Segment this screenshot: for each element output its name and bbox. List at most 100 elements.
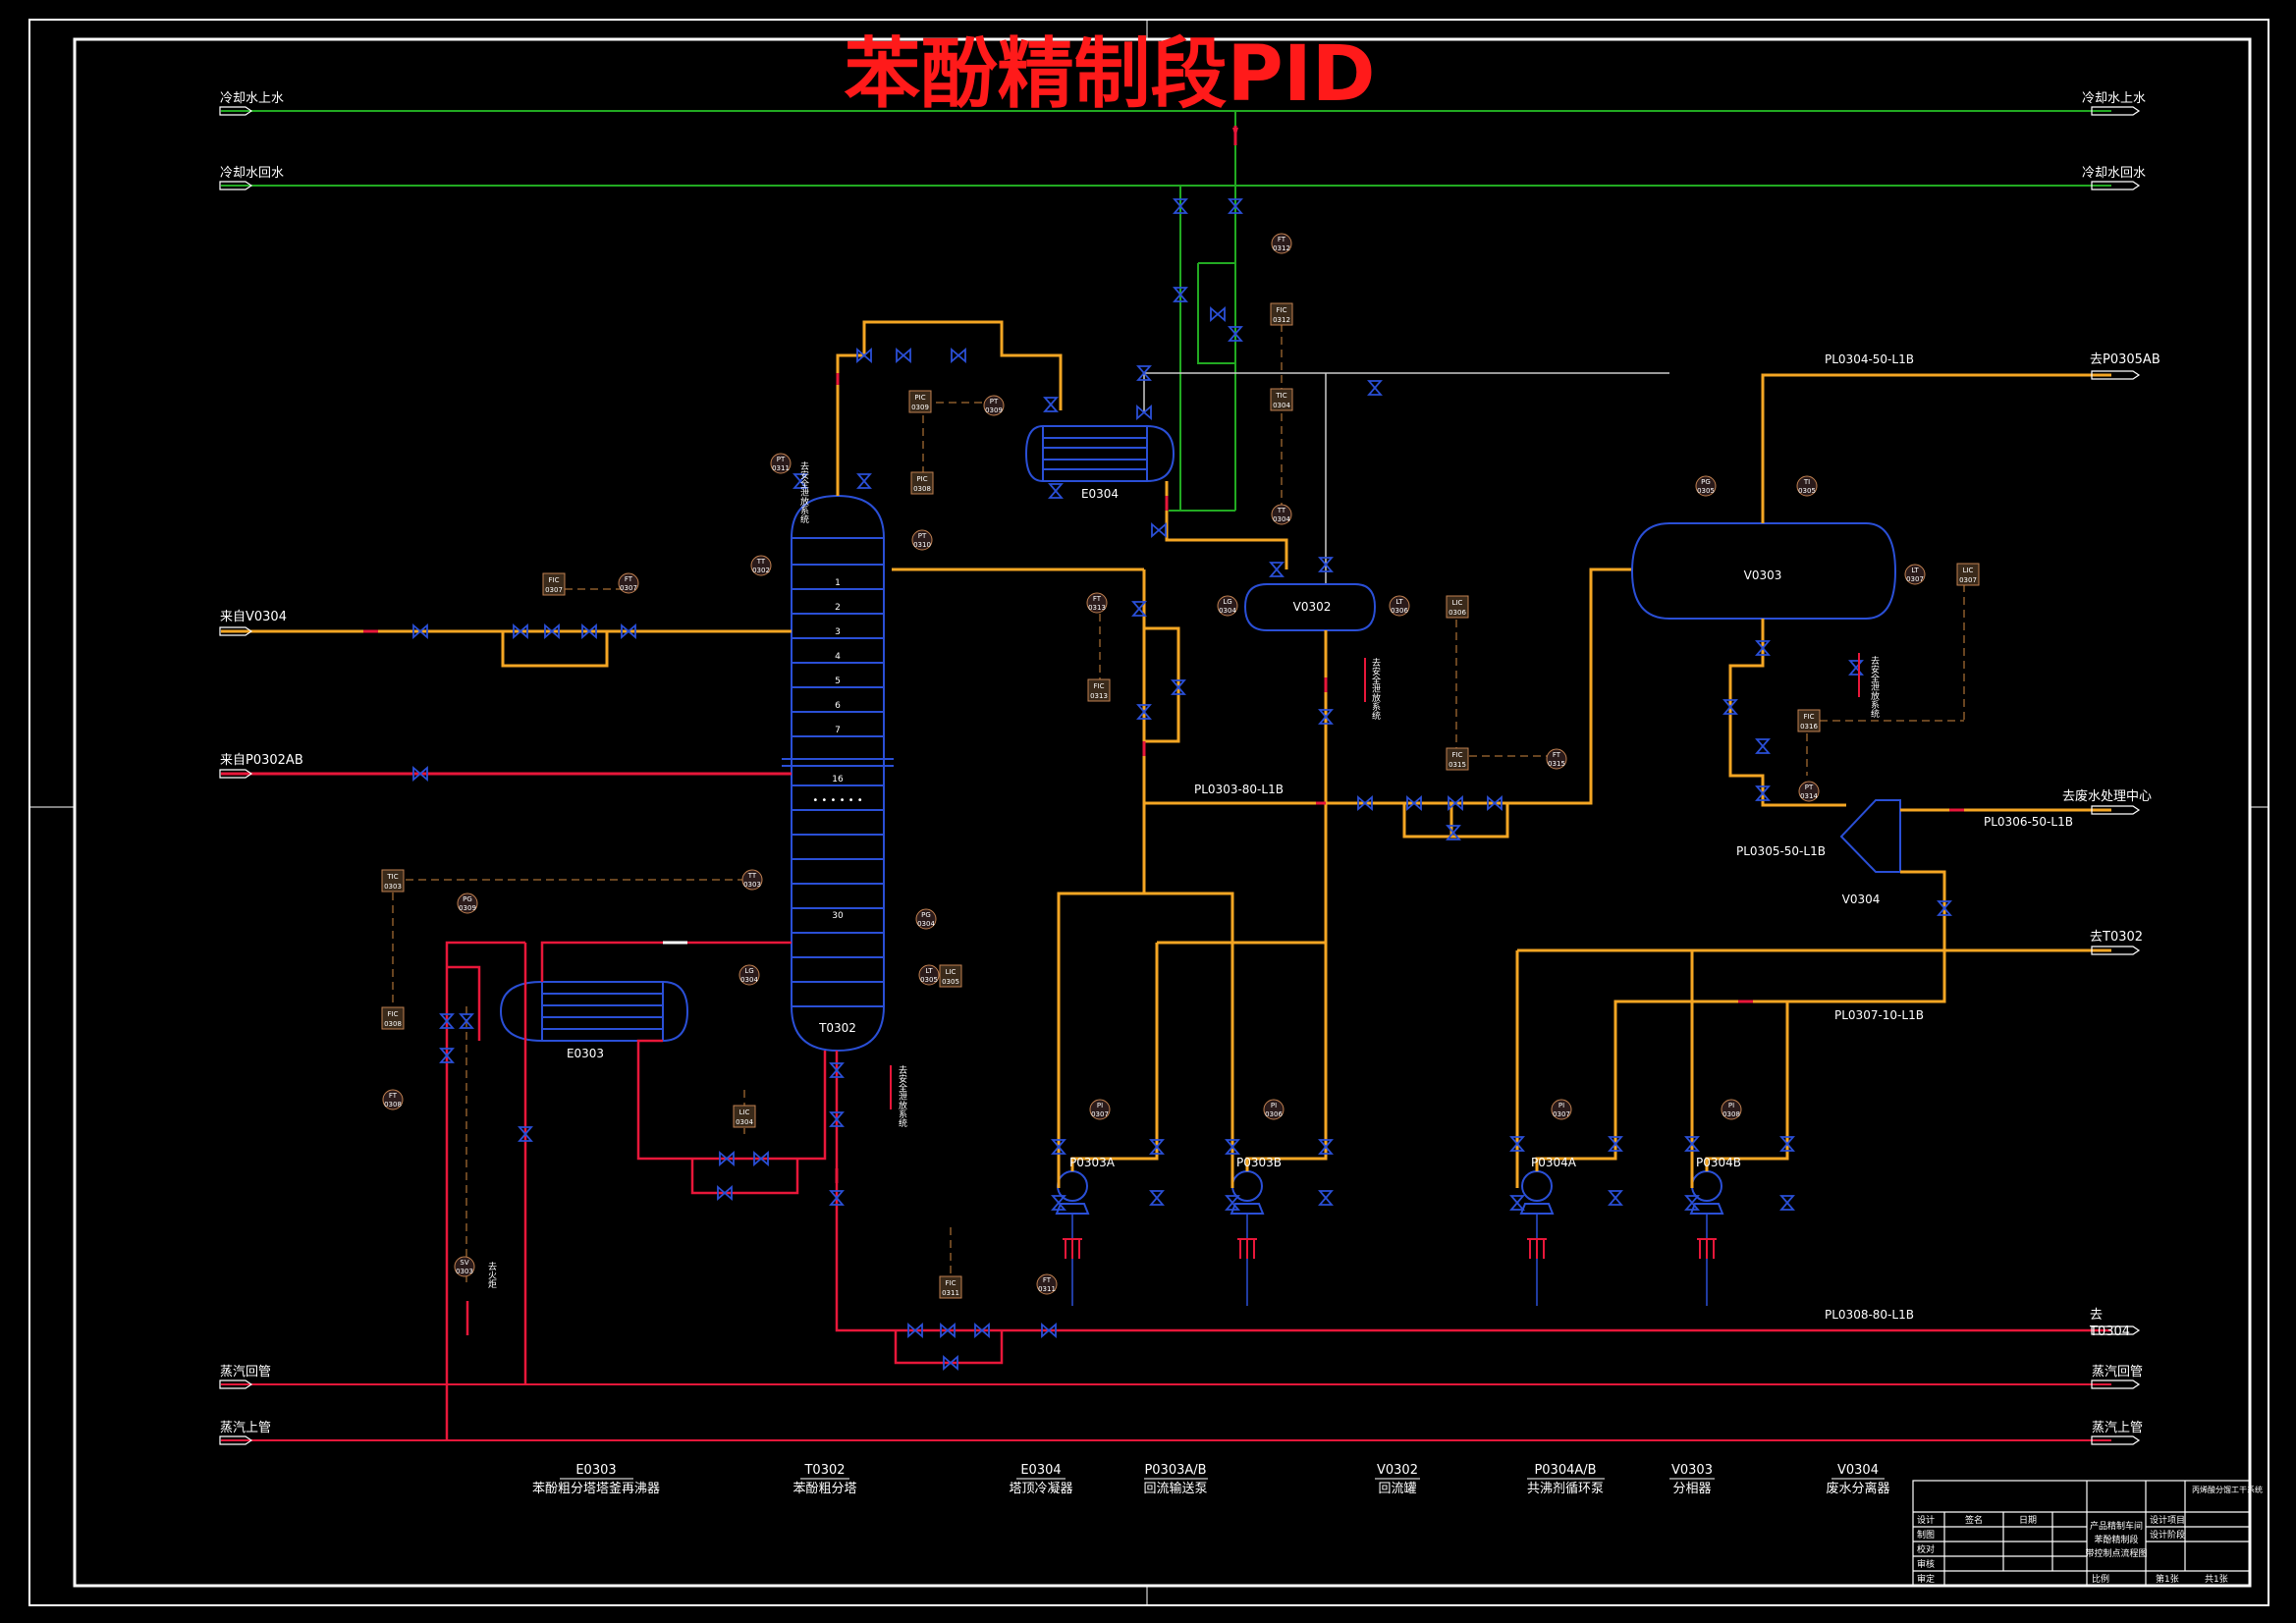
valve-icon xyxy=(1755,738,1771,754)
valve-icon xyxy=(1136,365,1152,381)
p0303a-tag: P0303A xyxy=(1069,1156,1116,1169)
svg-text:FIC: FIC xyxy=(946,1279,957,1287)
svg-text:0304: 0304 xyxy=(1273,515,1290,523)
svg-text:TI: TI xyxy=(1803,478,1810,486)
svg-text:V0303: V0303 xyxy=(1671,1463,1713,1478)
svg-text:0311: 0311 xyxy=(1038,1285,1056,1293)
svg-text:0309: 0309 xyxy=(911,404,929,411)
svg-text:0316: 0316 xyxy=(1800,723,1818,730)
steam-return-label-left: 蒸汽回管 xyxy=(220,1365,271,1380)
svg-text:0304: 0304 xyxy=(1273,402,1290,409)
steam-supply-label-left: 蒸汽上管 xyxy=(220,1421,271,1435)
svg-text:PIC: PIC xyxy=(914,394,925,402)
feed-from-v0304 xyxy=(221,629,792,668)
svg-text:回流输送泵: 回流输送泵 xyxy=(1143,1481,1207,1496)
svg-text:LIC: LIC xyxy=(1963,567,1974,574)
svg-text:LIC: LIC xyxy=(1452,599,1463,607)
svg-text:0307: 0307 xyxy=(1906,575,1924,583)
svg-text:PI: PI xyxy=(1728,1102,1734,1109)
svg-text:0305: 0305 xyxy=(1798,487,1816,495)
valve-icon xyxy=(717,1185,733,1201)
valve-icon xyxy=(412,623,428,639)
svg-text:FT: FT xyxy=(1278,236,1286,243)
svg-text:LG: LG xyxy=(744,967,753,975)
valve-icon xyxy=(1269,562,1285,577)
valve-icon xyxy=(1136,405,1152,420)
svg-text:PT: PT xyxy=(1805,784,1814,791)
tb-total: 共1张 xyxy=(2205,1574,2228,1585)
svg-text:0303: 0303 xyxy=(384,883,402,891)
v0304-tag: V0304 xyxy=(1842,893,1881,906)
svg-text:LIC: LIC xyxy=(946,968,957,976)
svg-text:0304: 0304 xyxy=(736,1118,753,1126)
svg-text:FIC: FIC xyxy=(1452,751,1463,759)
to-t0304-label-a: 去 xyxy=(2090,1308,2103,1323)
valve-icon xyxy=(896,348,911,363)
pump-p0303a: P0303A xyxy=(1055,1100,1159,1306)
safe-vent-note-1: 去安全泄放系统 xyxy=(798,460,809,524)
tb-right-2: 设计阶段 xyxy=(2150,1529,2185,1541)
svg-text:塔顶冷凝器: 塔顶冷凝器 xyxy=(1009,1481,1072,1496)
lic0304-bubble: LIC 0304 xyxy=(733,1105,756,1128)
svg-text:0308: 0308 xyxy=(384,1020,402,1028)
valve-icon xyxy=(1448,795,1463,811)
valve-icon xyxy=(1367,380,1383,396)
tray-1: 1 xyxy=(835,578,841,588)
valve-icon xyxy=(1722,699,1738,715)
svg-text:LIC: LIC xyxy=(739,1109,750,1116)
valve-icon xyxy=(1684,1136,1700,1152)
svg-text:PIC: PIC xyxy=(916,475,927,483)
signal-lines xyxy=(392,324,1965,1286)
v0302-tag: V0302 xyxy=(1293,600,1332,614)
e0304-outlet-line xyxy=(1165,481,1288,569)
valve-icon xyxy=(943,1355,958,1371)
tray-dots: • • • • • • xyxy=(812,795,862,806)
valve-icon xyxy=(974,1323,990,1338)
cw-supply-label-right: 冷却水上水 xyxy=(2082,91,2146,106)
svg-text:FT: FT xyxy=(1093,595,1102,603)
pic0309-bubble: PIC 0309 xyxy=(908,390,932,413)
pl0307-label: PL0307-10-L1B xyxy=(1834,1008,1924,1022)
svg-text:FT: FT xyxy=(625,575,633,583)
valve-icon xyxy=(1848,660,1864,676)
svg-text:0308: 0308 xyxy=(384,1101,402,1109)
pl0305-label: PL0305-50-L1B xyxy=(1736,844,1826,858)
svg-text:0306: 0306 xyxy=(1449,609,1466,617)
valve-icon xyxy=(1487,795,1503,811)
t0302-tag: T0302 xyxy=(818,1021,856,1035)
valve-icon xyxy=(518,1126,533,1142)
cooling-water-branch xyxy=(1169,111,1236,512)
svg-text:P0304A/B: P0304A/B xyxy=(1534,1463,1596,1478)
svg-text:PG: PG xyxy=(1701,478,1711,486)
tb-title-2: 苯酚精制段 xyxy=(2094,1534,2138,1545)
pl0304-label: PL0304-50-L1B xyxy=(1825,352,1914,366)
svg-text:0307: 0307 xyxy=(545,586,563,594)
svg-text:V0304: V0304 xyxy=(1837,1463,1879,1478)
svg-text:0311: 0311 xyxy=(772,464,790,472)
svg-text:PI: PI xyxy=(1097,1102,1103,1109)
svg-text:0313: 0313 xyxy=(1088,604,1106,612)
valve-icon xyxy=(1149,1139,1165,1155)
valve-icon xyxy=(621,623,636,639)
steam-return-label-right: 蒸汽回管 xyxy=(2092,1365,2143,1380)
svg-text:PT: PT xyxy=(990,398,999,406)
cooling-water-supply-line: 冷却水上水 冷却水上水 xyxy=(219,91,2146,116)
e0304-tag: E0304 xyxy=(1081,487,1119,501)
valve-icon xyxy=(1173,287,1188,302)
e0303-reboiler xyxy=(499,981,689,1042)
valve-icon xyxy=(829,1062,845,1078)
